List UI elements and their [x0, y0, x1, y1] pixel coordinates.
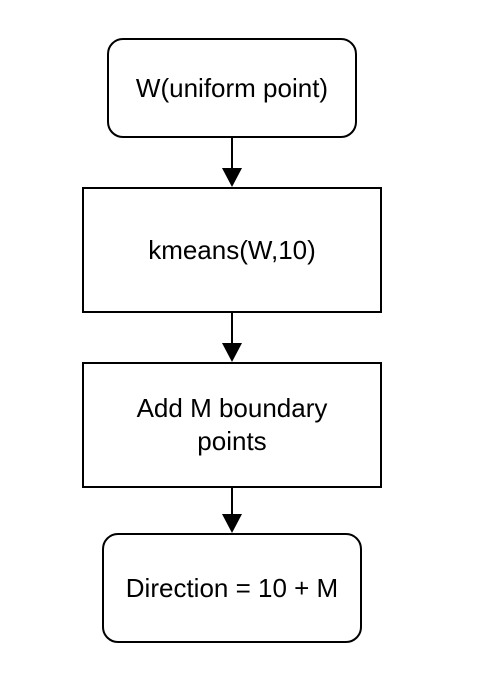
node-label: Direction = 10 + M: [125, 572, 339, 603]
arrowhead-icon: [222, 168, 242, 187]
node-uniform-point: W(uniform point): [107, 38, 357, 138]
edge-n3-n4: [222, 488, 242, 533]
node-add-boundary-points: Add M boundary points: [82, 362, 382, 488]
node-label: Add M boundary points: [136, 393, 328, 456]
arrowhead-icon: [222, 343, 242, 362]
edge-n2-n3: [222, 313, 242, 362]
node-label: W(uniform point): [135, 72, 329, 103]
node-direction: Direction = 10 + M: [102, 533, 362, 643]
edge-n1-n2: [222, 138, 242, 187]
arrowhead-icon: [222, 514, 242, 533]
node-kmeans: kmeans(W,10): [82, 187, 382, 313]
node-label: kmeans(W,10): [148, 234, 316, 265]
